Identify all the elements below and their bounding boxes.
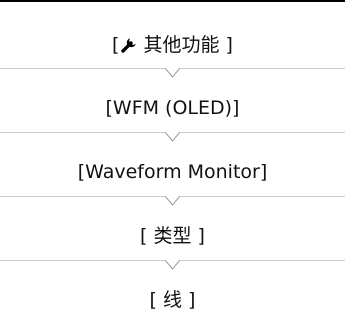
step-connector xyxy=(0,68,345,78)
menu-step-type: [ 类型 ] xyxy=(140,225,205,247)
menu-step-wfm-oled: [WFM (OLED)] xyxy=(105,97,240,119)
step-connector xyxy=(0,196,345,206)
menu-step-waveform-monitor: [Waveform Monitor] xyxy=(77,161,268,183)
open-bracket: [ xyxy=(112,34,120,56)
step-connector xyxy=(0,260,345,270)
step-label: 其他功能 xyxy=(143,34,220,56)
menu-step-other-functions: [ 其他功能 ] xyxy=(0,33,345,57)
close-bracket: ] xyxy=(225,34,233,56)
top-rule xyxy=(0,0,345,2)
wrench-icon xyxy=(121,38,137,53)
menu-step-line: [ 线 ] xyxy=(149,289,196,311)
step-connector xyxy=(0,132,345,142)
